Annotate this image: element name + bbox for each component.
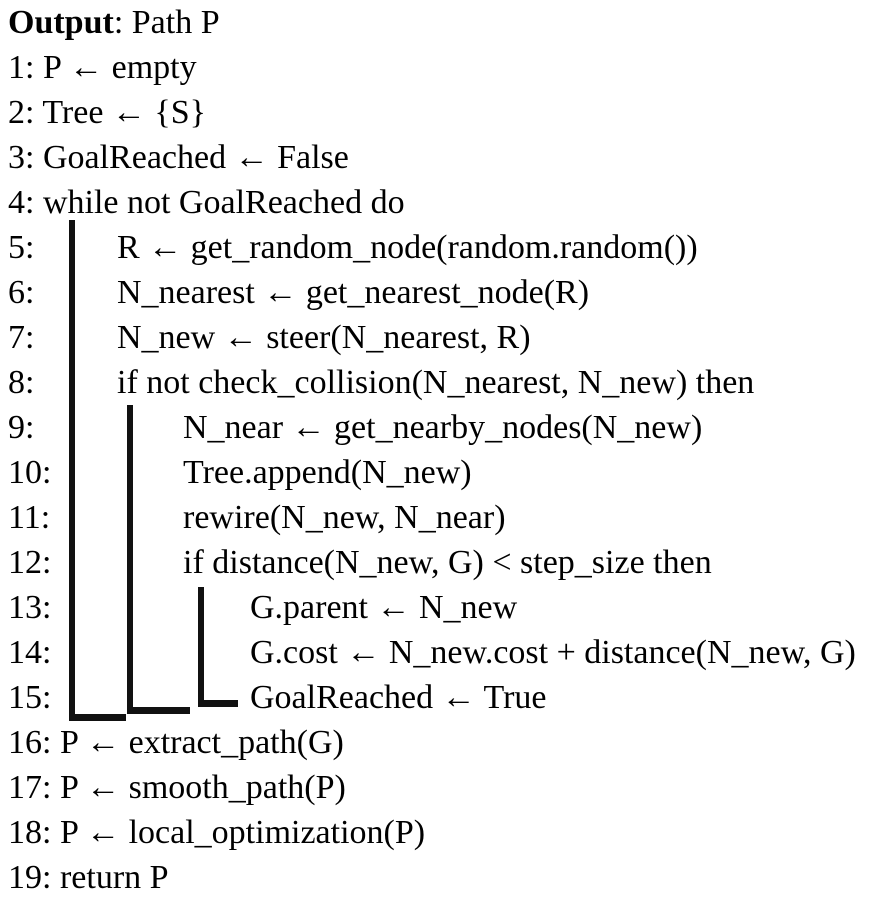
line-text: if not check_collision(N_nearest, N_new)…	[117, 364, 755, 401]
output-keyword: Output	[8, 4, 114, 41]
line-text: N_nearest ← get_nearest_node(R)	[117, 274, 590, 311]
line-text: P ← smooth_path(P)	[59, 769, 346, 806]
algorithm-line-13: 13: G.parent ← N_new	[0, 585, 894, 630]
output-value: : Path P	[113, 4, 220, 41]
algorithm-line-16: 16: P ← extract_path(G)	[0, 720, 894, 765]
line-text: while not GoalReached do	[42, 184, 405, 221]
algorithm-line-10: 10: Tree.append(N_new)	[0, 450, 894, 495]
algorithm-line-8: 8: if not check_collision(N_nearest, N_ne…	[0, 360, 894, 405]
line-number: 19:	[8, 859, 52, 896]
line-number: 14:	[8, 634, 52, 671]
algorithm-line-4: 4: while not GoalReached do	[0, 180, 894, 225]
algorithm-line-12: 12: if distance(N_new, G) < step_size the…	[0, 540, 894, 585]
line-number: 5:	[8, 229, 35, 266]
while-block-scope-line	[69, 220, 126, 721]
algorithm-line-19: 19: return P	[0, 855, 894, 900]
line-text: return P	[59, 859, 169, 896]
line-text: G.cost ← N_new.cost + distance(N_new, G)	[250, 634, 856, 671]
line-number: 13:	[8, 589, 52, 626]
line-number: 15:	[8, 679, 52, 716]
line-text: G.parent ← N_new	[250, 589, 518, 626]
line-number: 10:	[8, 454, 52, 491]
if-distance-block-scope-line	[198, 587, 238, 707]
line-number: 1:	[8, 49, 35, 86]
line-number: 4:	[8, 184, 35, 221]
line-number: 16:	[8, 724, 52, 761]
line-number: 3:	[8, 139, 35, 176]
line-text: Tree ← {S}	[42, 94, 206, 131]
line-text: rewire(N_new, N_near)	[183, 499, 506, 536]
line-text: GoalReached ← True	[250, 679, 547, 716]
algorithm-line-9: 9: N_near ← get_nearby_nodes(N_new)	[0, 405, 894, 450]
if-collision-block-scope-line	[127, 405, 190, 714]
algorithm-line-6: 6: N_nearest ← get_nearest_node(R)	[0, 270, 894, 315]
algorithm-line-14: 14: G.cost ← N_new.cost + distance(N_new,…	[0, 630, 894, 675]
algorithm-line-2: 2: Tree ← {S}	[0, 90, 894, 135]
line-text: if distance(N_new, G) < step_size then	[183, 544, 712, 581]
algorithm-line-7: 7: N_new ← steer(N_nearest, R)	[0, 315, 894, 360]
line-number: 8:	[8, 364, 35, 401]
algorithm-line-3: 3: GoalReached ← False	[0, 135, 894, 180]
algorithm-line-17: 17: P ← smooth_path(P)	[0, 765, 894, 810]
output-line: Output: Path P	[0, 0, 894, 45]
line-number: 6:	[8, 274, 35, 311]
line-text: Tree.append(N_new)	[183, 454, 472, 491]
algorithm-line-1: 1: P ← empty	[0, 45, 894, 90]
line-text: N_new ← steer(N_nearest, R)	[117, 319, 531, 356]
line-number: 18:	[8, 814, 52, 851]
line-text: P ← empty	[42, 49, 197, 86]
algorithm-line-15: 15: GoalReached ← True	[0, 675, 894, 720]
algorithm-line-11: 11: rewire(N_new, N_near)	[0, 495, 894, 540]
line-number: 12:	[8, 544, 52, 581]
line-number: 2:	[8, 94, 35, 131]
line-text: R ← get_random_node(random.random())	[117, 229, 698, 266]
algorithm-line-5: 5: R ← get_random_node(random.random())	[0, 225, 894, 270]
line-text: P ← extract_path(G)	[59, 724, 344, 761]
line-text: GoalReached ← False	[42, 139, 349, 176]
line-number: 7:	[8, 319, 35, 356]
line-number: 17:	[8, 769, 52, 806]
line-number: 11:	[8, 499, 51, 536]
line-number: 9:	[8, 409, 35, 446]
line-text: N_near ← get_nearby_nodes(N_new)	[183, 409, 703, 446]
algorithm-line-18: 18: P ← local_optimization(P)	[0, 810, 894, 855]
line-text: P ← local_optimization(P)	[59, 814, 426, 851]
